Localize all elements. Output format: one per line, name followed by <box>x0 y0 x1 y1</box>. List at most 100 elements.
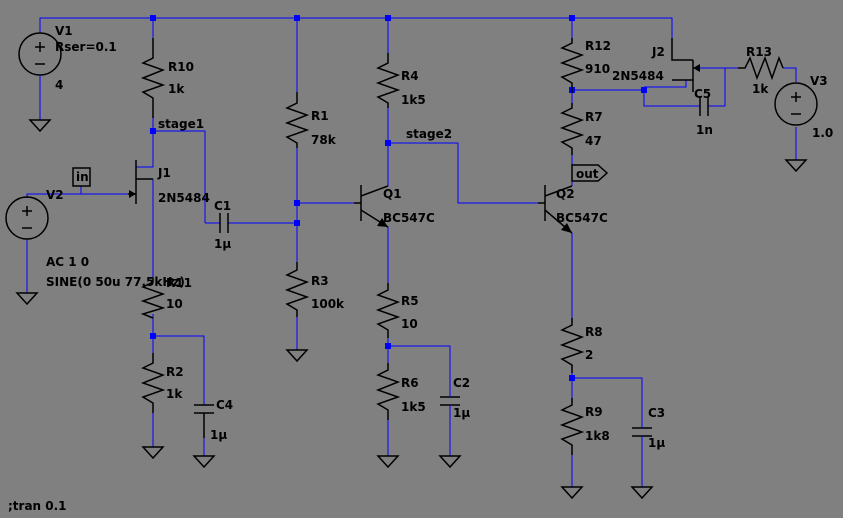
r5-symbol <box>375 283 401 338</box>
vcc-rail <box>39 17 673 38</box>
c5-value: 1n <box>696 123 713 137</box>
ground-icon <box>438 455 462 469</box>
r3-name: R3 <box>311 274 329 288</box>
j1-symbol <box>128 160 153 204</box>
j1-name: J1 <box>157 166 171 180</box>
r4-symbol <box>375 53 401 108</box>
r1-symbol <box>284 92 310 148</box>
c4-value: 1µ <box>210 428 227 442</box>
resistor-bodies <box>140 38 784 455</box>
v1-name: V1 <box>55 24 73 38</box>
v3-value: 1.0 <box>812 126 833 140</box>
ground-icon <box>28 119 52 133</box>
stage1-wire <box>153 130 206 223</box>
r11-name: R11 <box>166 276 192 290</box>
r4-value: 1k5 <box>401 93 426 107</box>
r2-symbol <box>140 353 166 413</box>
out-port-flag: out <box>571 164 609 182</box>
wires <box>26 17 797 487</box>
c2-symbol <box>440 375 460 420</box>
r13-symbol <box>738 55 784 81</box>
stage1-label: stage1 <box>158 117 204 131</box>
r11-symbol <box>140 278 166 319</box>
v1-symbol <box>18 32 62 120</box>
c4-name: C4 <box>216 398 233 412</box>
c5-symbol <box>699 96 709 116</box>
r1-value: 78k <box>311 133 337 147</box>
v2-line2: SINE(0 50u 77.5kHz) <box>46 275 185 289</box>
r13-name: R13 <box>746 45 772 59</box>
j2-symbol <box>671 38 700 92</box>
q2-model: BC547C <box>556 211 608 225</box>
ground-icon <box>560 486 584 500</box>
c1-value: 1µ <box>214 237 231 251</box>
ground-icon <box>376 455 400 469</box>
q1-name: Q1 <box>383 187 402 201</box>
capacitor-bodies <box>194 96 709 455</box>
ground-icon <box>141 446 165 460</box>
v3-symbol <box>774 82 818 126</box>
r8-name: R8 <box>585 325 603 339</box>
r6-name: R6 <box>401 376 419 390</box>
ground-icon <box>630 486 654 500</box>
r11-value: 10 <box>166 297 183 311</box>
r3-value: 100k <box>311 297 345 311</box>
r8-symbol <box>559 318 585 373</box>
ground-icon <box>192 455 216 469</box>
r7-value: 47 <box>585 134 602 148</box>
j1-model: 2N5484 <box>158 191 210 205</box>
q2-symbol <box>538 185 573 234</box>
r9-symbol <box>559 398 585 455</box>
c1-symbol <box>219 213 229 233</box>
r9-value: 1k8 <box>585 429 610 443</box>
ground-icon <box>15 292 39 306</box>
r12-value: 910 <box>585 62 610 76</box>
v1-param: Rser=0.1 <box>55 40 117 54</box>
c3-name: C3 <box>648 406 665 420</box>
in-port-flag: in <box>72 167 91 187</box>
j2-name: J2 <box>651 45 665 59</box>
svg-text:in: in <box>76 170 89 184</box>
r9-name: R9 <box>585 405 603 419</box>
r10-value: 1k <box>168 82 185 96</box>
stage2-label: stage2 <box>406 127 452 141</box>
r1-name: R1 <box>311 109 329 123</box>
r2-name: R2 <box>166 365 184 379</box>
ground-icon <box>285 349 309 363</box>
spice-directive: ;tran 0.1 <box>8 499 67 513</box>
r5-value: 10 <box>401 317 418 331</box>
r2-value: 1k <box>166 387 183 401</box>
r6-value: 1k5 <box>401 400 426 414</box>
r5-name: R5 <box>401 294 419 308</box>
r12-symbol <box>559 38 585 93</box>
r13-value: 1k <box>752 82 769 96</box>
v1-value: 4 <box>55 78 63 92</box>
q1-model: BC547C <box>383 211 435 225</box>
c2-value: 1µ <box>453 406 470 420</box>
c2-name: C2 <box>453 376 470 390</box>
r7-name: R7 <box>585 110 603 124</box>
j2-model: 2N5484 <box>612 69 664 83</box>
v2-symbol <box>5 196 49 240</box>
r12-name: R12 <box>585 39 611 53</box>
ground-icon <box>784 159 808 173</box>
r7-symbol <box>559 103 585 155</box>
c4-symbol <box>194 404 214 438</box>
v3-name: V3 <box>810 74 828 88</box>
r8-value: 2 <box>585 348 593 362</box>
v2-name: V2 <box>46 188 64 202</box>
r4-name: R4 <box>401 69 419 83</box>
r3-symbol <box>284 262 310 317</box>
c1-name: C1 <box>214 199 231 213</box>
ground-symbols <box>15 119 808 500</box>
c5-name: C5 <box>694 87 711 101</box>
q1-symbol <box>354 185 389 228</box>
v2-line1: AC 1 0 <box>46 255 89 269</box>
r10-symbol <box>140 38 166 118</box>
r6-symbol <box>375 363 401 420</box>
stage2-wire <box>388 142 538 204</box>
c3-symbol <box>632 412 652 455</box>
q2-name: Q2 <box>556 187 575 201</box>
labels: V1 Rser=0.1 4 V2 AC 1 0 SINE(0 50u 77.5k… <box>8 24 833 513</box>
